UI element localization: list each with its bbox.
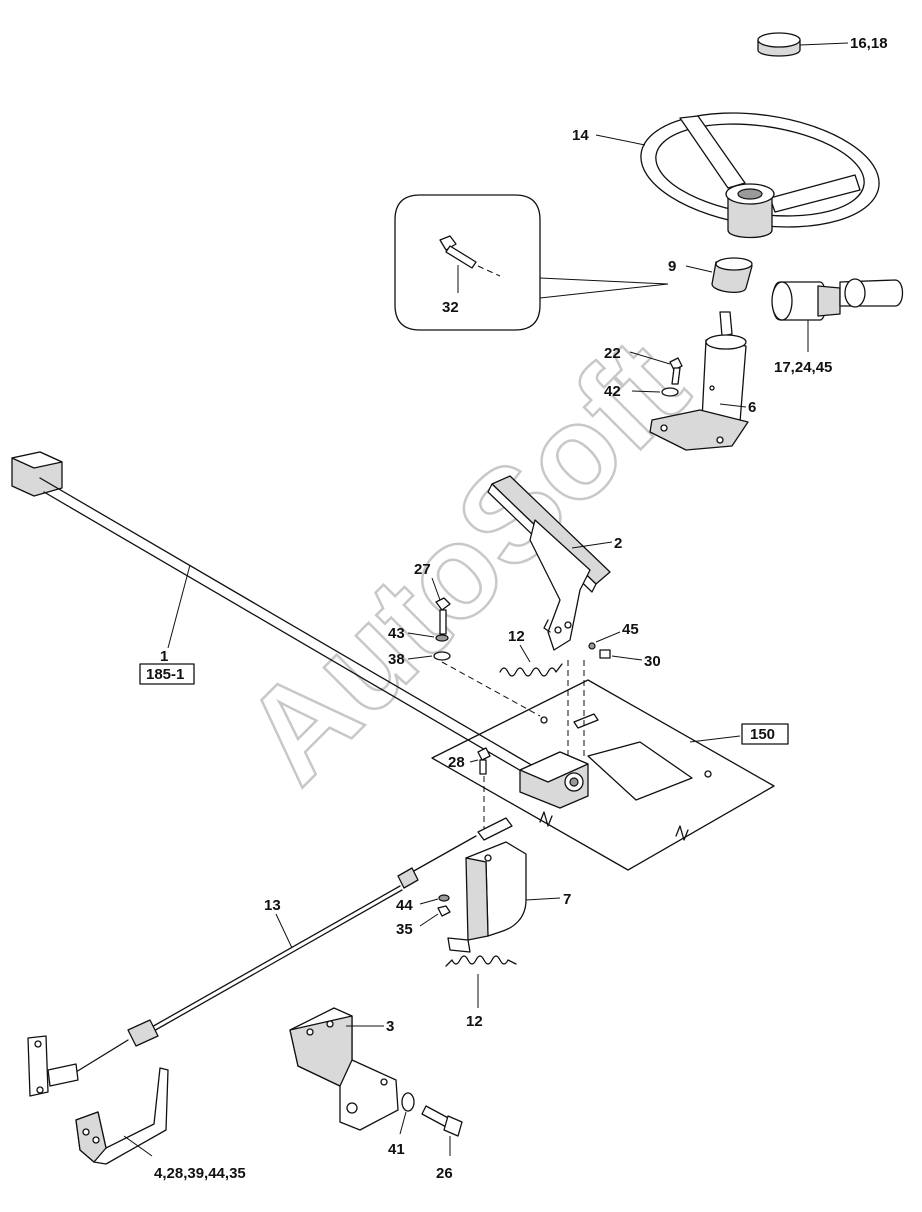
lower-bracket [75,1067,169,1165]
label-26: 26 [436,1165,453,1182]
label-1: 1 [160,648,168,665]
flat-washer-38 [433,651,451,661]
bolt-28 [477,747,491,775]
label-14: 14 [572,127,589,144]
bolt-26 [421,1105,463,1137]
steering-wheel [640,112,880,239]
ref-box-185-1 [139,663,195,685]
label-28: 28 [448,754,465,771]
cable-bracket [447,841,527,953]
label-27: 27 [414,561,431,578]
floor-plate [431,679,775,871]
label-32: 32 [442,299,459,316]
label-30: 30 [644,653,661,670]
steering-column [649,311,749,451]
label-2: 2 [614,535,622,552]
pedal-bolt [435,597,451,635]
label-13: 13 [264,897,281,914]
label-22: 22 [604,345,621,362]
label-44: 44 [396,897,413,914]
label-16-18: 16,18 [850,35,888,52]
lock-washer-44 [438,894,450,902]
watermark-text: AutoSoft [216,312,714,810]
shaft-bushing [711,257,753,294]
label-17-24-45: 17,24,45 [774,359,832,376]
label-9: 9 [668,258,676,275]
label-12-lower: 12 [466,1013,483,1030]
label-3: 3 [386,1018,394,1035]
mounting-bracket [289,1007,399,1131]
steering-cap [757,32,801,57]
control-cable [27,817,513,1097]
label-42: 42 [604,383,621,400]
label-41: 41 [388,1141,405,1158]
steering-valve-unit [771,278,904,321]
detail-callout-box [394,194,541,331]
return-spring-lower [445,955,517,967]
column-bolt [669,357,683,385]
lock-washer-43 [435,634,449,642]
label-185-1: 185-1 [146,666,184,683]
label-12-upper: 12 [508,628,525,645]
label-150: 150 [750,726,775,743]
label-45: 45 [622,621,639,638]
column-washer [661,387,679,397]
washer-41 [401,1092,415,1112]
brake-pedal [487,475,611,651]
nut-45 [588,642,596,650]
label-43: 43 [388,625,405,642]
label-35: 35 [396,921,413,938]
ref-box-150 [741,723,789,745]
label-7: 7 [563,891,571,908]
label-4-group: 4,28,39,44,35 [154,1165,246,1182]
cross-shaft [11,451,589,809]
nut-35 [437,905,451,917]
label-6: 6 [748,399,756,416]
return-spring-upper [499,663,563,677]
label-38: 38 [388,651,405,668]
detail-bolt [439,235,477,269]
screw-30 [599,649,611,659]
